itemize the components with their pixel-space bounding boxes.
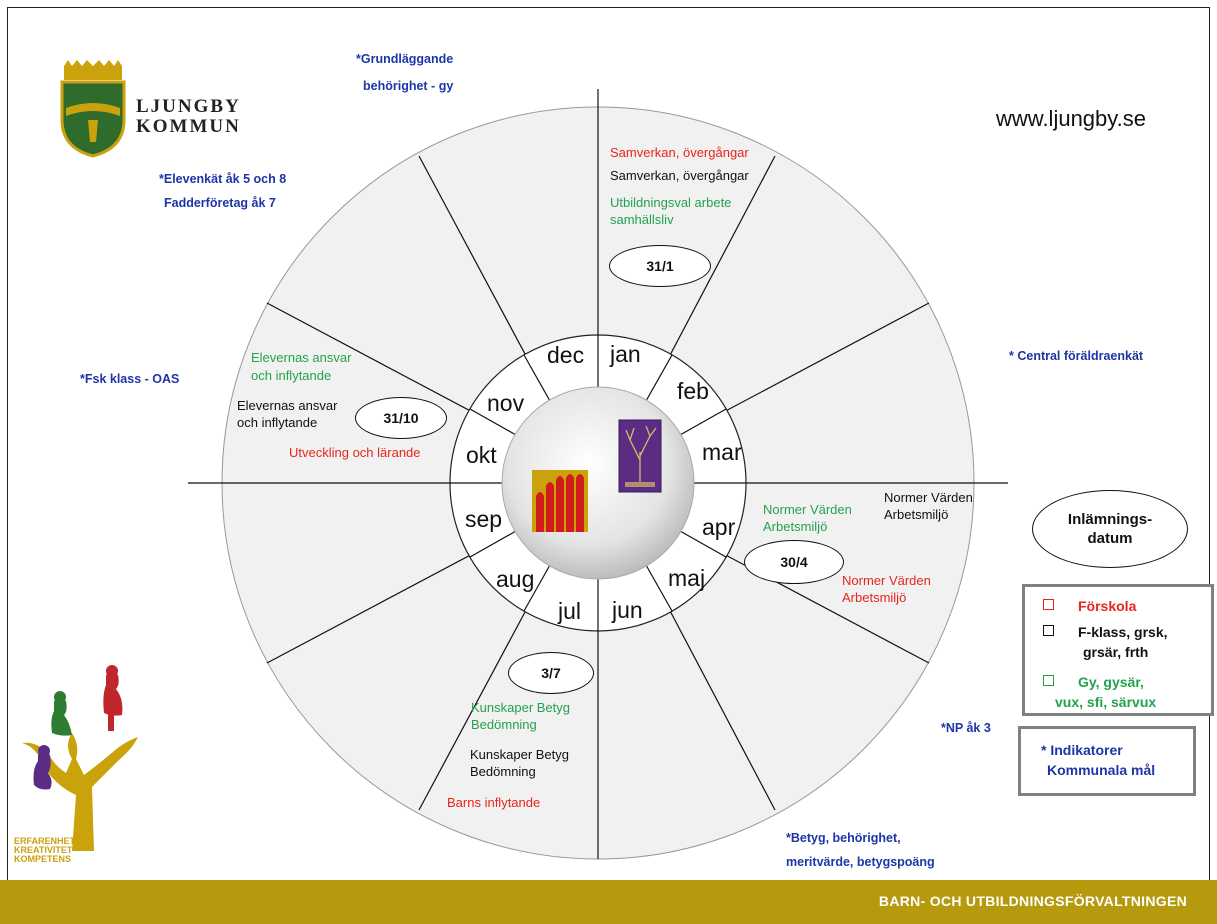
website-url: www.ljungby.se [996,106,1146,131]
jul-text-red: Barns inflytande [447,795,541,810]
legend-gy-2: vux, sfi, särvux [1055,694,1157,710]
month-mar: mar [702,439,742,465]
legend-fklass: F-klass, grsk, [1043,623,1168,642]
month-dec: dec [547,342,585,368]
footer-text: BARN- OCH UTBILDNINGSFÖRVALTNINGEN [878,893,1187,909]
logo-text-line1: LJUNGBY [136,96,241,117]
okt-text-black-2: och inflytande [237,415,318,430]
date-oval-jan: 31/1 [609,245,711,287]
apr-text-red-2: Arbetsmiljö [842,590,907,605]
date-oval-jul: 3/7 [508,652,594,694]
indicator-betyg-2: meritvärde, betygspoäng [786,855,935,869]
date-oval-okt: 31/10 [355,397,447,439]
legend-gy: Gy, gysär, [1043,673,1144,692]
legend-forskola: Förskola [1043,597,1136,616]
apr-text-green-2: Arbetsmiljö [763,519,828,534]
indicator-np: *NP åk 3 [941,721,991,735]
indicator-grund-1: *Grundläggande [356,52,454,66]
footer-bar: BARN- OCH UTBILDNINGSFÖRVALTNINGEN [0,880,1217,924]
checkbox-icon [1043,675,1054,686]
month-jan: jan [610,341,641,367]
okt-text-black-1: Elevernas ansvar [237,398,338,413]
month-nov: nov [487,390,525,416]
jul-text-green-2: Bedömning [471,717,537,732]
okt-text-green-2: och inflytande [251,368,332,383]
tree-logo-text: ERFARENHET KREATIVITET KOMPETENS [14,836,76,864]
apr-text-black-1: Normer Värden [884,490,973,505]
okt-text-green-1: Elevernas ansvar [251,350,352,365]
indicator-grund-2: behörighet - gy [363,79,454,93]
okt-text-red: Utveckling och lärande [289,445,421,460]
jul-text-black-1: Kunskaper Betyg [470,747,570,762]
jan-text-red: Samverkan, övergångar [610,145,749,160]
indikatorer-box: * Indikatorer Kommunala mål [1018,726,1196,796]
indikatorer-line2: Kommunala mål [1047,762,1156,778]
indicator-fadder: Fadderföretag åk 7 [164,196,276,210]
date-oval-apr: 30/4 [744,540,844,584]
jul-text-black-2: Bedömning [470,764,536,779]
apr-text-red-1: Normer Värden [842,573,931,588]
legend-fklass-2: grsär, frth [1083,644,1149,660]
indikatorer-line1: * Indikatorer [1041,742,1123,758]
inlamning-line2: datum [1087,530,1133,547]
checkbox-icon [1043,599,1054,610]
year-wheel [188,89,1008,860]
indicator-elevenkat: *Elevenkät åk 5 och 8 [159,172,287,186]
month-maj: maj [668,565,706,591]
indicator-fsk: *Fsk klass - OAS [80,372,180,386]
month-feb: feb [677,378,709,404]
inlamning-line1: Inlämnings- [1067,511,1153,528]
month-aug: aug [496,566,535,592]
inlamning-oval: Inlämnings- datum [1032,490,1188,568]
month-apr: apr [702,514,736,540]
indicator-central: * Central föräldraenkät [1009,349,1144,363]
month-sep: sep [465,506,503,532]
month-okt: okt [466,442,497,468]
legend-box: Förskola F-klass, grsk, grsär, frth Gy, … [1022,584,1214,716]
jan-text-black: Samverkan, övergångar [610,168,749,183]
apr-text-green-1: Normer Värden [763,502,852,517]
jul-text-green-1: Kunskaper Betyg [471,700,571,715]
jan-text-green-1: Utbildningsval arbete [610,195,732,210]
indicator-betyg-1: *Betyg, behörighet, [786,831,901,845]
tree-people-logo-icon [22,665,138,851]
apr-text-black-2: Arbetsmiljö [884,507,949,522]
logo-text-line2: KOMMUN [136,116,241,137]
jan-text-green-2: samhällsliv [610,212,674,227]
purple-book-icon [618,419,662,493]
checkbox-icon [1043,625,1054,636]
month-jun: jun [612,597,643,623]
center-hub [501,386,695,580]
month-jul: jul [558,598,582,624]
coat-of-arms-icon [60,60,126,158]
bars-logo-icon [532,470,588,532]
